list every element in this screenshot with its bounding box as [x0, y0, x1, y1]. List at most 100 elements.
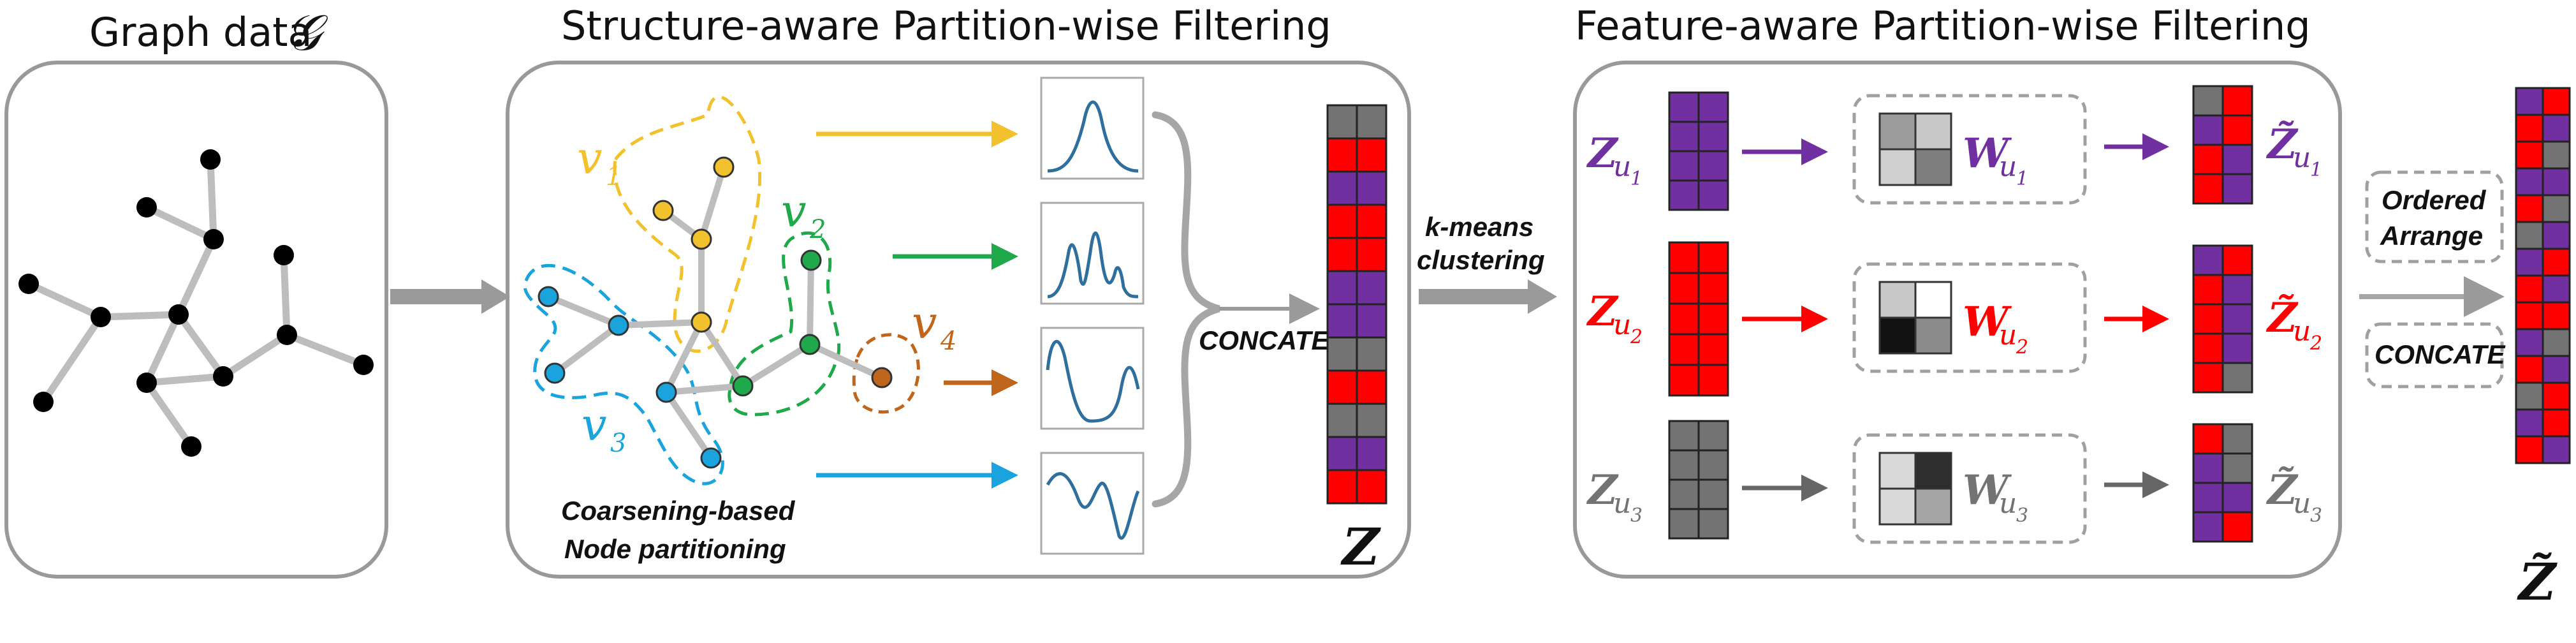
- z-u2-cell: [1668, 241, 1700, 274]
- structure-section-title: Structure-aware Partition-wise Filtering: [561, 3, 1331, 49]
- z-matrix-cell: [1356, 270, 1387, 306]
- z-u1-label: Z u 1: [1586, 129, 1643, 190]
- z-matrix-cell: [1326, 303, 1358, 339]
- svg-text:u: u: [1613, 487, 1631, 520]
- z-matrix-cell: [1356, 104, 1387, 140]
- z-matrix-cell: [1326, 270, 1358, 306]
- z-u3-cell: [1668, 420, 1700, 452]
- z-matrix-cell: [1356, 403, 1387, 438]
- svg-text:1: 1: [2310, 159, 2322, 181]
- z-tilde-u2-cell: [2192, 303, 2224, 335]
- svg-text:u: u: [1999, 487, 2017, 520]
- svg-text:W: W: [1963, 129, 2012, 177]
- z-u2-cell: [1668, 333, 1700, 366]
- w-u1-label: W u 1: [1963, 129, 2028, 190]
- concate-label-structure: CONCATE: [1199, 325, 1331, 355]
- z-matrix-cell: [1326, 436, 1358, 471]
- partition-label-v4: v 4: [912, 297, 956, 356]
- z-tilde-u3-label: Z̃ u 3: [2265, 466, 2322, 527]
- filter-plot-4: [1040, 452, 1145, 555]
- z-matrix-cell: [1356, 170, 1387, 206]
- z-u3-cell: [1668, 449, 1700, 481]
- svg-text:3: 3: [2016, 505, 2028, 527]
- z-u1-cell: [1697, 150, 1729, 182]
- svg-text:v: v: [577, 132, 603, 184]
- z-tilde-cell: [2515, 328, 2544, 357]
- z-matrix-cell: [1356, 303, 1387, 339]
- z-tilde-u2-cell: [2221, 332, 2253, 364]
- svg-text:Z̃: Z̃: [2265, 120, 2299, 168]
- z-matrix-cell: [1356, 203, 1387, 239]
- z-tilde-cell: [2542, 167, 2571, 196]
- z-matrix-cell: [1326, 369, 1358, 405]
- z-u2-cell: [1668, 364, 1700, 397]
- svg-text:u: u: [2293, 315, 2311, 348]
- z-tilde-u1-label: Z̃ u 1: [2265, 120, 2322, 181]
- svg-text:2: 2: [2309, 332, 2322, 355]
- z-tilde-cell: [2515, 114, 2544, 143]
- w-u3-matrix: [1878, 452, 1952, 526]
- svg-text:v: v: [912, 297, 937, 349]
- svg-text:1: 1: [606, 162, 622, 191]
- z-matrix-cell: [1356, 369, 1387, 405]
- filter-plot-3: [1040, 327, 1145, 430]
- input-graph: [25, 156, 367, 450]
- z-tilde-u1-cell: [2221, 144, 2253, 175]
- z-u1-cell: [1668, 121, 1700, 152]
- w-u2-matrix: [1878, 281, 1952, 355]
- z-tilde-cell: [2542, 408, 2571, 438]
- partitioned-graph-nodes: [538, 156, 893, 469]
- svg-text:Z: Z: [1586, 129, 1619, 177]
- cluster-matrices: [1668, 91, 1729, 540]
- feature-section-title: Feature-aware Partition-wise Filtering: [1575, 3, 2311, 49]
- z-tilde-label: Z̃: [2517, 551, 2558, 612]
- z-tilde-cell: [2542, 274, 2571, 304]
- z-u1-cell: [1697, 91, 1729, 123]
- coarsening-caption-line2: Node partitioning: [564, 534, 786, 564]
- w-u1-matrix: [1878, 112, 1952, 186]
- z-tilde-u3-cell: [2192, 452, 2224, 484]
- graph-symbol: 𝒢: [286, 4, 328, 62]
- z-tilde-cell: [2542, 114, 2571, 143]
- z-tilde-cell: [2515, 408, 2544, 438]
- z-tilde-cell: [2542, 328, 2571, 357]
- w-u2-box: [1852, 262, 2087, 373]
- ordered-arrange-line1: Ordered: [2382, 185, 2487, 215]
- graph-data-title: Graph data: [89, 9, 312, 55]
- svg-text:u: u: [2293, 142, 2311, 174]
- z-tilde-u2-cell: [2192, 332, 2224, 364]
- partition-label-v3: v 3: [582, 399, 626, 458]
- z-u1-cell: [1668, 91, 1700, 123]
- z-tilde-u3-cell: [2192, 511, 2224, 543]
- z-matrix-cell: [1356, 237, 1387, 272]
- z-tilde-cell: [2515, 248, 2544, 277]
- z-u2-cell: [1697, 302, 1729, 336]
- z-tilde-u3-cell: [2192, 482, 2224, 514]
- partition-label-v1: v 1: [577, 132, 622, 191]
- z-u2-cell: [1697, 241, 1729, 274]
- input-graph-nodes: [18, 149, 374, 457]
- z-u3-cell: [1697, 508, 1729, 540]
- z-tilde-cell: [2515, 221, 2544, 250]
- z-tilde-u2-label: Z̃ u 2: [2265, 293, 2322, 355]
- z-tilde-u2-cell: [2221, 362, 2253, 394]
- svg-text:2: 2: [809, 215, 826, 244]
- z-tilde-u1-cell: [2221, 85, 2253, 117]
- z-tilde-cell: [2542, 248, 2571, 277]
- z-tilde-u2-cell: [2192, 244, 2224, 276]
- z-tilde-u3-cell: [2221, 511, 2253, 543]
- z-matrix-cell: [1326, 469, 1358, 505]
- filtered-cluster-matrices: [2192, 85, 2253, 543]
- z-tilde-u3-cell: [2221, 482, 2253, 514]
- z-tilde-u2-cell: [2221, 274, 2253, 306]
- partition-hull-v2: [728, 231, 841, 417]
- filter-plot-1: [1040, 77, 1145, 180]
- svg-text:u: u: [2293, 487, 2311, 520]
- z-matrix-cell: [1326, 170, 1358, 206]
- z-tilde-cell: [2542, 435, 2571, 464]
- final-concate-box: [2365, 322, 2504, 388]
- z-tilde-u2-cell: [2221, 244, 2253, 276]
- z-matrix-cell: [1356, 469, 1387, 505]
- z-u2-label: Z u 2: [1586, 288, 1643, 348]
